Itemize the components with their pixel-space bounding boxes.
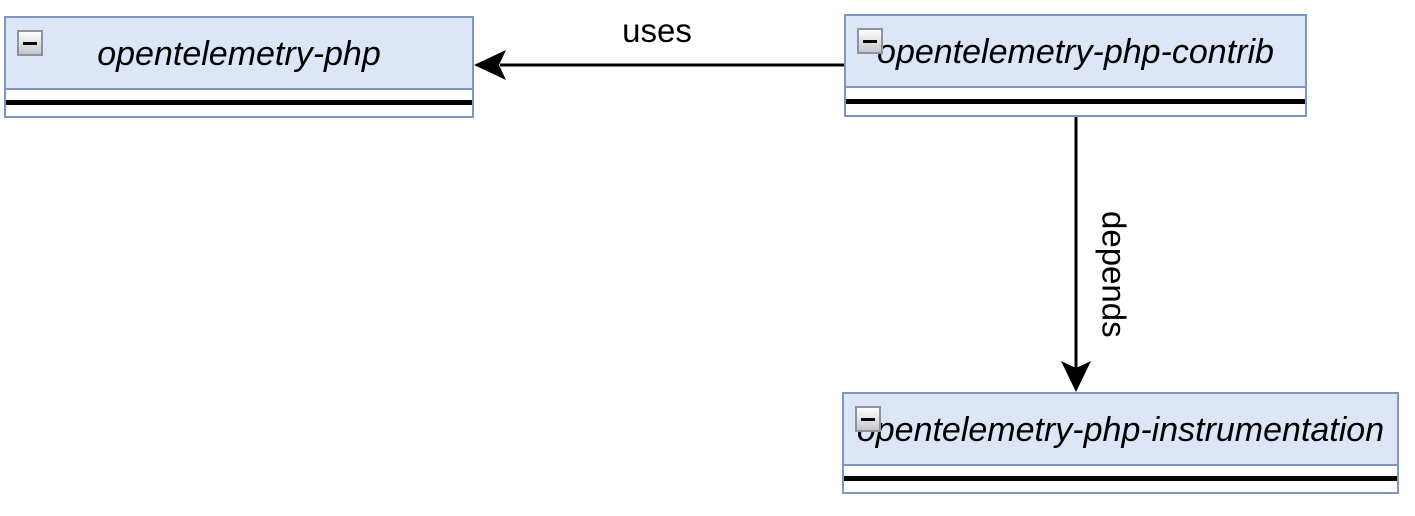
double-rule <box>6 100 472 105</box>
node-title-bar: opentelemetry-php <box>6 18 472 90</box>
node-footer-compartment <box>846 88 1305 115</box>
minus-icon <box>23 41 37 45</box>
node-footer-compartment <box>844 466 1397 492</box>
collapse-button[interactable] <box>855 406 881 432</box>
node-title-label: opentelemetry-php-instrumentation <box>856 411 1385 449</box>
node-title-label: opentelemetry-php <box>97 35 381 73</box>
edge-uses-arrowhead[interactable] <box>474 50 506 80</box>
node-opentelemetry-php[interactable]: opentelemetry-php <box>4 16 474 118</box>
edge-label-depends: depends <box>1095 210 1133 338</box>
minus-icon <box>863 39 877 43</box>
node-footer-compartment <box>6 90 472 116</box>
edge-depends-arrowhead[interactable] <box>1061 361 1091 392</box>
collapse-button[interactable] <box>17 30 43 56</box>
node-opentelemetry-php-contrib[interactable]: opentelemetry-php-contrib <box>844 14 1307 117</box>
node-title-label: opentelemetry-php-contrib <box>877 33 1274 71</box>
node-opentelemetry-php-instrumentation[interactable]: opentelemetry-php-instrumentation <box>842 392 1399 494</box>
edge-label-uses: uses <box>622 12 692 49</box>
double-rule <box>844 476 1397 481</box>
minus-icon <box>861 417 875 421</box>
node-title-bar: opentelemetry-php-contrib <box>846 16 1305 88</box>
double-rule <box>846 98 1305 104</box>
collapse-button[interactable] <box>857 28 883 54</box>
node-title-bar: opentelemetry-php-instrumentation <box>844 394 1397 466</box>
